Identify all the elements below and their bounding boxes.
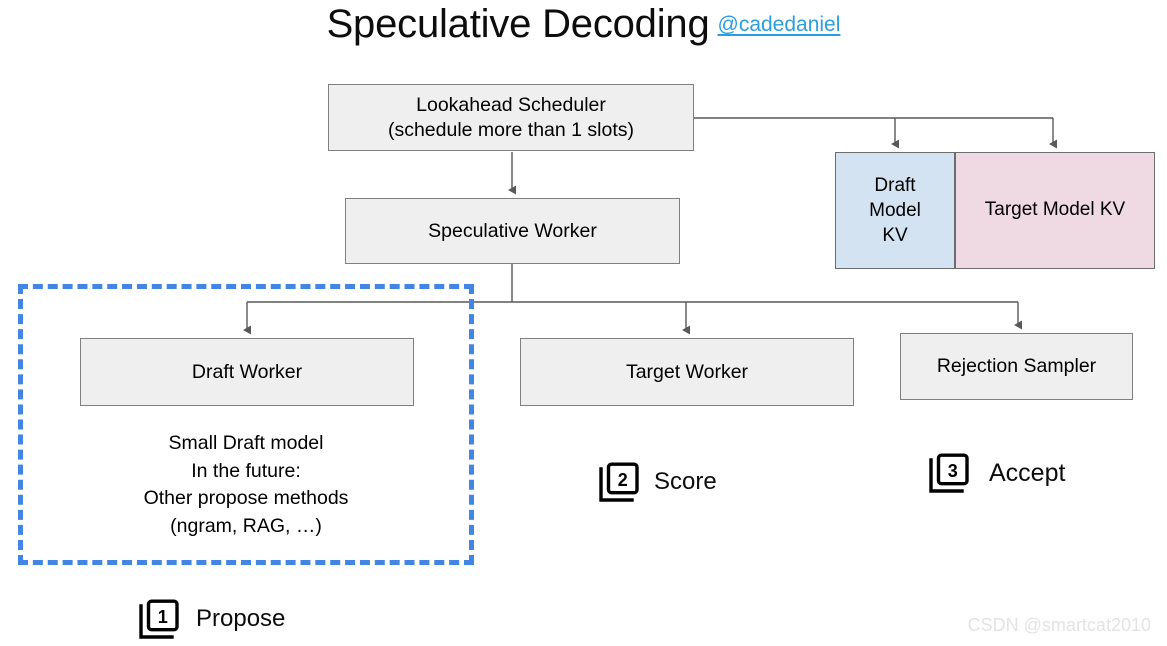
draft-worker-notes-line2: In the future: (191, 459, 301, 482)
step-legend-accept-label: Accept (989, 458, 1066, 487)
draft-worker-notes: Small Draft model In the future: Other p… (56, 430, 436, 541)
node-target-model-kv[interactable]: Target Model KV (955, 152, 1155, 269)
draft-worker-notes-line4: (ngram, RAG, …) (170, 515, 322, 538)
title-text: Speculative Decoding (326, 2, 710, 46)
page-title: Speculative Decoding @cadedaniel (0, 2, 1167, 47)
svg-text:1: 1 (158, 607, 168, 627)
step-number-1-icon: 1 (139, 599, 179, 639)
node-draft-model-kv[interactable]: Draft Model KV (835, 152, 955, 269)
step-legend-propose: 1 Propose (138, 598, 285, 640)
node-draft-worker[interactable]: Draft Worker (80, 338, 414, 406)
node-target-worker[interactable]: Target Worker (520, 338, 854, 406)
node-lookahead-scheduler-line2: (schedule more than 1 slots) (387, 118, 635, 141)
node-lookahead-scheduler[interactable]: Lookahead Scheduler (schedule more than … (328, 84, 694, 151)
author-handle-link[interactable]: @cadedaniel (717, 13, 841, 36)
svg-text:3: 3 (948, 461, 958, 481)
node-draft-model-kv-line3: KV (882, 225, 908, 247)
node-target-model-kv-label: Target Model KV (984, 199, 1126, 221)
step-legend-accept: 3 Accept (928, 452, 1065, 494)
propose-highlight-region (18, 284, 474, 565)
watermark: CSDN @smartcat2010 (967, 615, 1151, 635)
node-target-worker-label: Target Worker (625, 360, 749, 383)
node-rejection-sampler[interactable]: Rejection Sampler (900, 333, 1133, 400)
node-draft-model-kv-line2: Model (869, 199, 921, 221)
node-lookahead-scheduler-line1: Lookahead Scheduler (416, 93, 606, 116)
node-draft-model-kv-line1: Draft (874, 174, 916, 196)
draft-worker-notes-line3: Other propose methods (143, 487, 349, 510)
step-number-3-icon: 3 (929, 453, 969, 493)
step-legend-score: 2 Score (598, 461, 717, 503)
step-number-2-icon: 2 (599, 462, 639, 502)
draft-worker-notes-line1: Small Draft model (168, 432, 324, 454)
step-legend-propose-label: Propose (196, 605, 286, 632)
step-legend-score-label: Score (654, 468, 717, 495)
node-draft-worker-label: Draft Worker (191, 360, 303, 383)
svg-text:2: 2 (618, 470, 628, 490)
node-speculative-worker[interactable]: Speculative Worker (345, 198, 680, 264)
node-rejection-sampler-label: Rejection Sampler (936, 355, 1097, 378)
node-speculative-worker-label: Speculative Worker (428, 219, 597, 242)
